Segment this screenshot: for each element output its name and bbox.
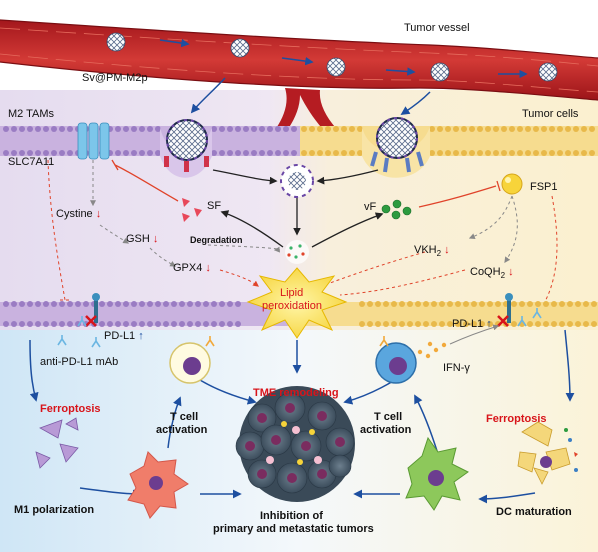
- vkh2-arrow-icon: ↓: [444, 244, 450, 256]
- vkh2-text: VKH: [414, 244, 437, 256]
- m2-tams-label: M2 TAMs: [8, 108, 55, 120]
- release-arrows: [212, 169, 384, 248]
- tme-remodeling-label: TME remodeling: [253, 387, 339, 399]
- gsh-arrow-icon: ↓: [152, 233, 159, 245]
- pdl1-left-text: PD-L1: [104, 330, 136, 342]
- m1-polarization-label: M1 polarization: [14, 504, 95, 516]
- inhibition-lines: [111, 159, 501, 208]
- degradation-label: Degradation: [190, 235, 243, 245]
- fsp1-label: FSP1: [530, 181, 558, 193]
- pdl1-right-arrow-icon: ↑: [486, 318, 492, 330]
- ifn-arrow: [449, 324, 500, 345]
- t-cell-left: [169, 336, 215, 384]
- pdl1-receptor-right: [497, 293, 542, 327]
- dendritic-cell: [405, 436, 469, 511]
- inhibition-label-1: Inhibition of: [260, 510, 323, 522]
- nanoparticles-in-vessel: [106, 32, 558, 82]
- tumor-mass: [235, 386, 355, 502]
- ferroptotic-tumor-cell: [517, 421, 578, 485]
- vf-molecules: [381, 199, 412, 220]
- tcell-left-label-1: T cell: [170, 411, 199, 423]
- upper-membrane: [0, 126, 598, 178]
- gpx4-label: GPX4 ↓: [173, 262, 211, 275]
- vf-label: vF: [364, 201, 377, 213]
- lipid-label-line1: Lipid: [280, 287, 304, 299]
- tumor-cells-label: Tumor cells: [522, 108, 579, 120]
- tcell-right-label-1: T cell: [374, 411, 403, 423]
- cystine-text: Cystine: [56, 208, 93, 220]
- ifn-label: IFN-γ: [443, 362, 470, 374]
- ferroptosis-left-label: Ferroptosis: [40, 403, 101, 415]
- pdl1-right-label: PD-L1 ↑: [452, 318, 492, 331]
- slc7a11-label: SLC7A11: [8, 156, 55, 168]
- outcome-arrows: [29, 329, 575, 504]
- inhibition-label-2: primary and metastatic tumors: [213, 523, 374, 535]
- vkh2-label: VKH2 ↓: [414, 244, 450, 260]
- ferroptosis-right-label: Ferroptosis: [486, 413, 547, 425]
- lipid-peroxidation-burst: [246, 267, 348, 339]
- coqh2-label: CoQH2 ↓: [470, 266, 514, 282]
- gsh-text: GSH: [126, 233, 150, 245]
- nanoparticle-release: [280, 164, 314, 264]
- lipid-label-line2: peroxidation: [262, 300, 322, 312]
- ferroptotic-macrophage: [35, 417, 79, 469]
- gpx4-arrow-icon: ↓: [205, 262, 211, 274]
- left-pathway: [90, 160, 280, 267]
- pdl1-right-text: PD-L1: [452, 318, 484, 330]
- left-to-pdl1: [47, 159, 259, 301]
- sf-molecules: [182, 198, 202, 222]
- tcell-left-label-2: activation: [156, 424, 208, 436]
- fsp1-protein: [501, 173, 523, 195]
- gpx4-text: GPX4: [173, 262, 203, 274]
- nanoparticles-at-membrane: [164, 117, 424, 173]
- vessel-flow-arrows: [159, 38, 528, 79]
- cystine-arrow-icon: ↓: [95, 208, 102, 220]
- coqh2-text: CoQH: [470, 266, 501, 278]
- coqh2-arrow-icon: ↓: [508, 266, 514, 278]
- slc7a11-transporter: [77, 122, 110, 160]
- anti-pdl1-antibodies: [57, 335, 101, 348]
- coqh2-subscript: 2: [500, 271, 506, 281]
- pdl1-left-arrow-icon: ↑: [138, 330, 144, 342]
- tcell-right-label-2: activation: [360, 424, 412, 436]
- pdl1-receptor-left: [77, 293, 100, 327]
- t-cell-right: [375, 336, 417, 384]
- tumor-vessel-label: Tumor vessel: [404, 22, 470, 34]
- anti-pdl1-label: anti-PD-L1 mAb: [40, 356, 119, 368]
- m1-macrophage: [127, 451, 189, 519]
- sf-label: SF: [207, 200, 222, 212]
- right-pathway: [468, 195, 518, 263]
- nanoparticle-label: Sv@PM-M2p: [82, 72, 148, 84]
- gsh-label: GSH ↓: [126, 233, 158, 246]
- pdl1-left-label: PD-L1 ↑: [104, 330, 144, 343]
- entry-arrows: [190, 77, 431, 115]
- dc-maturation-label: DC maturation: [496, 506, 572, 518]
- vkh2-subscript: 2: [436, 249, 442, 259]
- right-inhibition: [329, 195, 558, 311]
- lower-membrane: [0, 301, 598, 327]
- cystine-label: Cystine ↓: [56, 208, 101, 221]
- ifn-gamma-dots: [417, 341, 447, 359]
